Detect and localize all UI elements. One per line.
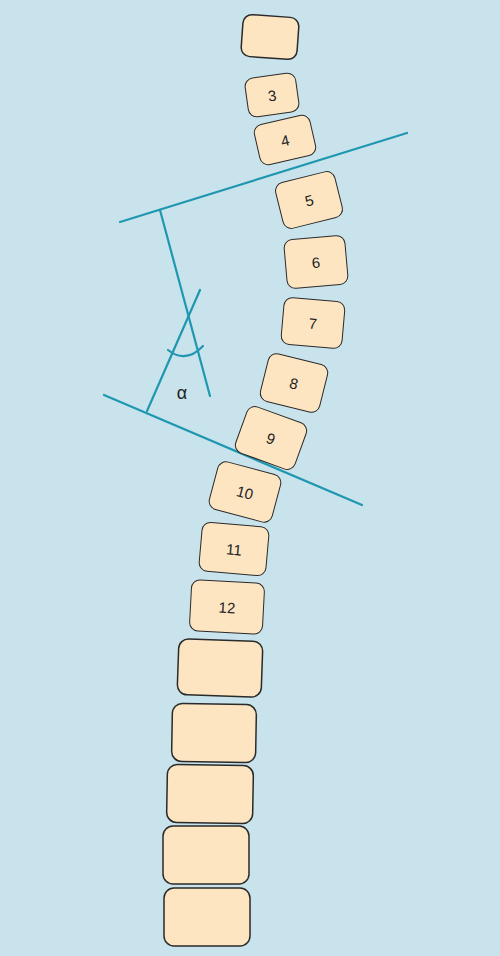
vertebra: 5 — [273, 169, 345, 231]
vertebra: 8 — [258, 351, 330, 415]
vertebra — [167, 764, 254, 823]
vertebra — [163, 826, 249, 884]
vertebra: 9 — [232, 404, 309, 473]
perpendicular-line — [160, 210, 210, 396]
vertebra: 10 — [207, 459, 284, 524]
vertebra-number: 11 — [226, 541, 243, 557]
vertebra: 6 — [283, 234, 349, 289]
vertebra: 4 — [252, 113, 318, 167]
vertebra-number: 8 — [288, 375, 300, 392]
vertebra-number: 9 — [265, 430, 278, 447]
vertebra — [164, 888, 250, 946]
vertebra-number: 10 — [235, 483, 255, 502]
vertebra: 7 — [280, 296, 346, 349]
vertebra-number: 5 — [303, 192, 315, 209]
vertebra — [172, 703, 257, 762]
vertebra: 11 — [198, 521, 270, 577]
vertebra — [241, 14, 300, 60]
vertebra-number: 4 — [279, 132, 291, 148]
vertebra-number: 7 — [308, 315, 318, 331]
vertebra-number: 6 — [311, 254, 321, 270]
angle-label: α — [177, 384, 187, 402]
vertebra — [177, 639, 263, 698]
angle-arc — [168, 346, 203, 356]
vertebra-number: 3 — [267, 87, 277, 103]
vertebra: 3 — [243, 72, 300, 119]
vertebra: 12 — [189, 579, 266, 635]
perpendicular-line — [147, 290, 200, 411]
vertebra-number: 12 — [218, 599, 235, 615]
